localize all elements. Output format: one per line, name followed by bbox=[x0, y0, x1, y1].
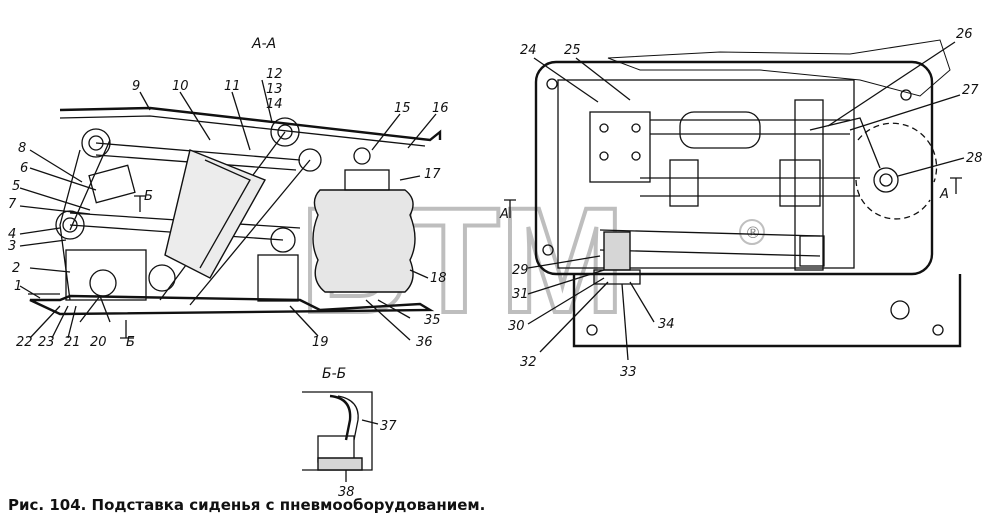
plan-view-leaders bbox=[527, 41, 965, 361]
arrow-b-bottom-label: Б bbox=[126, 335, 135, 350]
side-view-leaders bbox=[19, 79, 437, 341]
callout-13: 13 bbox=[266, 82, 283, 97]
callout-16: 16 bbox=[432, 101, 449, 116]
section-b-b-view: Б-Б 37 38 bbox=[302, 366, 397, 500]
figure-caption: Рис. 104. Подставка сиденья с пневмообор… bbox=[8, 496, 486, 514]
callout-24: 24 bbox=[520, 43, 537, 58]
callout-22: 22 bbox=[16, 335, 33, 350]
arrow-b-top-label: Б bbox=[144, 189, 153, 204]
callout-27: 27 bbox=[962, 83, 979, 98]
callout-29: 29 bbox=[512, 263, 529, 278]
callout-1: 1 bbox=[14, 279, 22, 294]
callout-30: 30 bbox=[508, 319, 525, 334]
callout-12: 12 bbox=[266, 67, 283, 82]
callout-33: 33 bbox=[620, 365, 637, 380]
callout-21: 21 bbox=[64, 335, 81, 350]
arrow-a-right-label: A bbox=[939, 187, 949, 202]
callout-10: 10 bbox=[172, 79, 189, 94]
section-a-a-title: А-А bbox=[251, 36, 276, 52]
section-b-b-title: Б-Б bbox=[322, 366, 346, 382]
watermark-registered-mark: ® bbox=[745, 223, 761, 242]
callout-2: 2 bbox=[12, 261, 20, 276]
callout-31: 31 bbox=[512, 287, 529, 302]
callout-26: 26 bbox=[956, 27, 973, 42]
callout-34: 34 bbox=[658, 317, 675, 332]
callout-14: 14 bbox=[266, 97, 283, 112]
section-a-a-view: А-А Б bbox=[8, 36, 449, 350]
callout-18: 18 bbox=[430, 271, 447, 286]
callout-5: 5 bbox=[12, 179, 20, 194]
plan-view: A A 24 25 26 27 28 29 30 31 32 33 34 bbox=[499, 27, 983, 380]
callout-11: 11 bbox=[224, 79, 241, 94]
callout-38: 38 bbox=[338, 485, 355, 500]
callout-6: 6 bbox=[20, 161, 28, 176]
callout-36: 36 bbox=[416, 335, 433, 350]
callout-37: 37 bbox=[380, 419, 397, 434]
callout-4: 4 bbox=[8, 227, 16, 242]
callout-7: 7 bbox=[8, 197, 17, 212]
callout-28: 28 bbox=[966, 151, 983, 166]
callout-15: 15 bbox=[394, 101, 411, 116]
callout-25: 25 bbox=[564, 43, 581, 58]
callout-17: 17 bbox=[424, 167, 441, 182]
callout-8: 8 bbox=[18, 141, 26, 156]
callout-32: 32 bbox=[520, 355, 537, 370]
arrow-a-left-label: A bbox=[499, 207, 509, 222]
callout-23: 23 bbox=[38, 335, 55, 350]
callout-9: 9 bbox=[132, 79, 140, 94]
callout-19: 19 bbox=[312, 335, 329, 350]
callout-3: 3 bbox=[8, 239, 16, 254]
callout-35: 35 bbox=[424, 313, 441, 328]
callout-20: 20 bbox=[90, 335, 107, 350]
